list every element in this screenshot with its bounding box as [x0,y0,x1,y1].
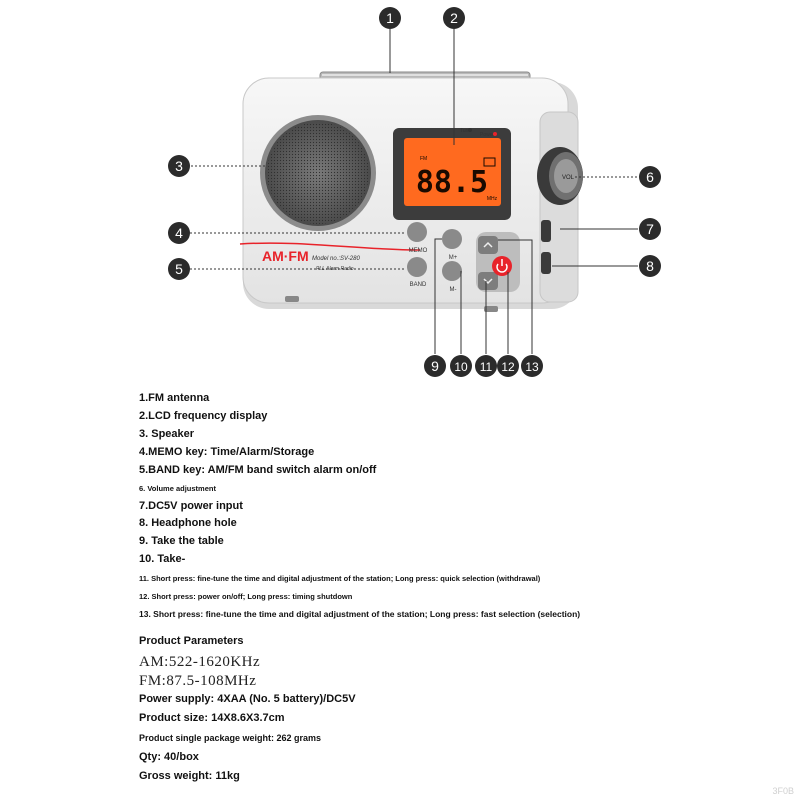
param-size: Product size: 14X8.6X3.7cm [139,712,285,724]
memo-button-label: MEMO [409,248,428,254]
lcd-frequency: 88.5 [416,165,488,200]
callout-2: 2 [450,10,458,26]
feature-item: 5.BAND key: AM/FM band switch alarm on/o… [139,464,377,476]
feature-item: 11. Short press: fine-tune the time and … [139,574,541,583]
feature-item: 9. Take the table [139,535,224,547]
feature-item: 6. Volume adjustment [139,484,216,493]
feature-item: 12. Short press: power on/off; Long pres… [139,592,353,601]
params-heading: Product Parameters [139,635,244,647]
callout-8: 8 [646,258,654,274]
lcd-display: 88.5 MHz FM [393,128,511,220]
callout-9: 9 [431,358,439,374]
callout-12: 12 [501,360,515,374]
band-button[interactable] [407,257,427,277]
param-gross: Gross weight: 11kg [139,770,240,782]
headphone-jack [541,252,551,274]
param-am: AM:522-1620KHz [139,654,261,670]
chevron-down-icon [483,278,493,285]
m-plus-button[interactable] [442,229,462,249]
callout-1: 1 [386,10,394,26]
param-fm: FM:87.5-108MHz [139,673,257,689]
feature-item: 10. Take- [139,553,186,565]
volume-label: VOL [562,175,575,181]
feature-item: 8. Headphone hole [139,517,237,529]
radio-diagram: 88.5 MHz FM Tun Power VOL AM·FM Model no… [168,7,661,377]
lcd-unit: MHz [487,196,498,202]
callout-10: 10 [454,360,468,374]
callout-7: 7 [646,221,654,237]
param-qty: Qty: 40/box [139,751,199,763]
power-indicator-label: Power [480,132,495,138]
callout-badges: 1 2 3 4 5 6 7 8 9 10 11 12 13 [168,7,661,377]
brand-label: AM·FM [262,248,309,264]
m-plus-label: M+ [449,255,458,261]
param-power: Power supply: 4XAA (No. 5 battery)/DC5V [139,693,356,705]
watermark: 3F0B [772,786,794,796]
volume-knob[interactable]: VOL [537,147,583,205]
leader-lines [190,29,638,354]
feature-item: 2.LCD frequency display [139,410,268,422]
m-minus-label: M- [450,287,457,293]
power-icon [496,263,508,273]
band-button-label: BAND [410,282,427,288]
callout-13: 13 [525,360,539,374]
speaker-grille [260,115,376,231]
callout-4: 4 [175,225,183,241]
feature-item: 13. Short press: fine-tune the time and … [139,609,581,619]
tuning-label: Tun [460,128,469,134]
memo-button[interactable] [407,222,427,242]
callout-5: 5 [175,261,183,277]
m-minus-button[interactable] [442,261,462,281]
feature-item: 3. Speaker [139,428,195,440]
callout-6: 6 [646,169,654,185]
feature-item: 4.MEMO key: Time/Alarm/Storage [139,446,315,458]
feature-item: 7.DC5V power input [139,500,243,512]
tune-down-button[interactable] [478,272,498,290]
tune-up-button[interactable] [478,236,498,254]
lcd-band: FM [420,156,427,162]
model-label: Model no.:SV-280 [312,256,360,262]
callout-11: 11 [480,360,493,374]
param-weight: Product single package weight: 262 grams [139,733,322,743]
chevron-up-icon [483,241,493,248]
dc-jack [541,220,551,242]
feature-item: 1.FM antenna [139,392,210,404]
callout-3: 3 [175,158,183,174]
